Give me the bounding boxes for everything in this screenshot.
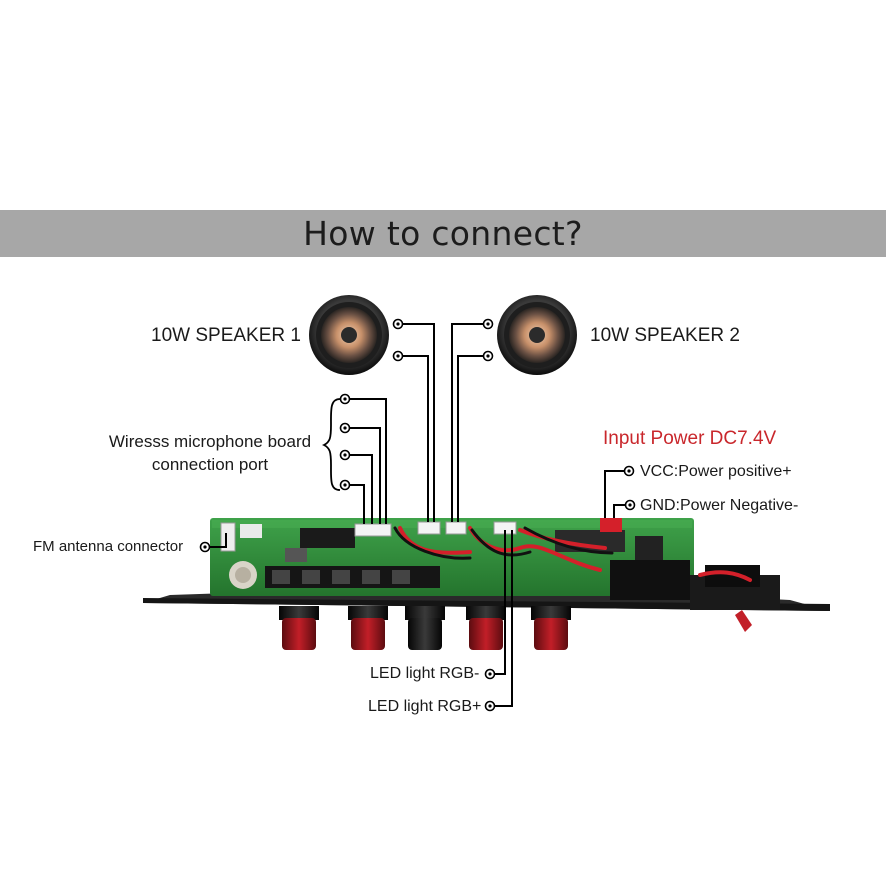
vcc-label: VCC:Power positive+ <box>640 463 792 480</box>
microphone-label-line-1: Wiresss microphone board <box>108 432 312 451</box>
knob-4-icon <box>466 606 506 650</box>
microphone-label: Wiresss microphone board connection port <box>100 431 320 476</box>
leader-lines <box>210 323 626 707</box>
black-wires <box>393 526 614 560</box>
microphone-label-line-2: connection port <box>151 455 269 475</box>
speaker-1-label: 10W SPEAKER 1 <box>151 325 301 346</box>
knob-2-icon <box>348 606 388 650</box>
speaker-1-icon <box>309 295 389 375</box>
input-power-label: Input Power DC7.4V <box>603 428 777 449</box>
knob-row <box>279 606 752 650</box>
connection-dots <box>199 318 636 712</box>
led-minus-label: LED light RGB- <box>370 665 480 682</box>
connection-dot-centers <box>203 322 632 708</box>
page-title: How to connect? <box>303 214 583 253</box>
fm-antenna-label: FM antenna connector <box>33 538 184 555</box>
speaker-2-label: 10W SPEAKER 2 <box>590 325 740 346</box>
title-banner: How to connect? <box>0 210 886 257</box>
speaker-2-icon <box>497 295 577 375</box>
led-plus-label: LED light RGB+ <box>368 698 482 715</box>
knob-1-icon <box>279 606 319 650</box>
microphone-brace <box>321 398 341 491</box>
knob-5-icon <box>531 606 571 650</box>
knob-3-icon <box>405 606 445 650</box>
gnd-label: GND:Power Negative- <box>640 497 799 514</box>
